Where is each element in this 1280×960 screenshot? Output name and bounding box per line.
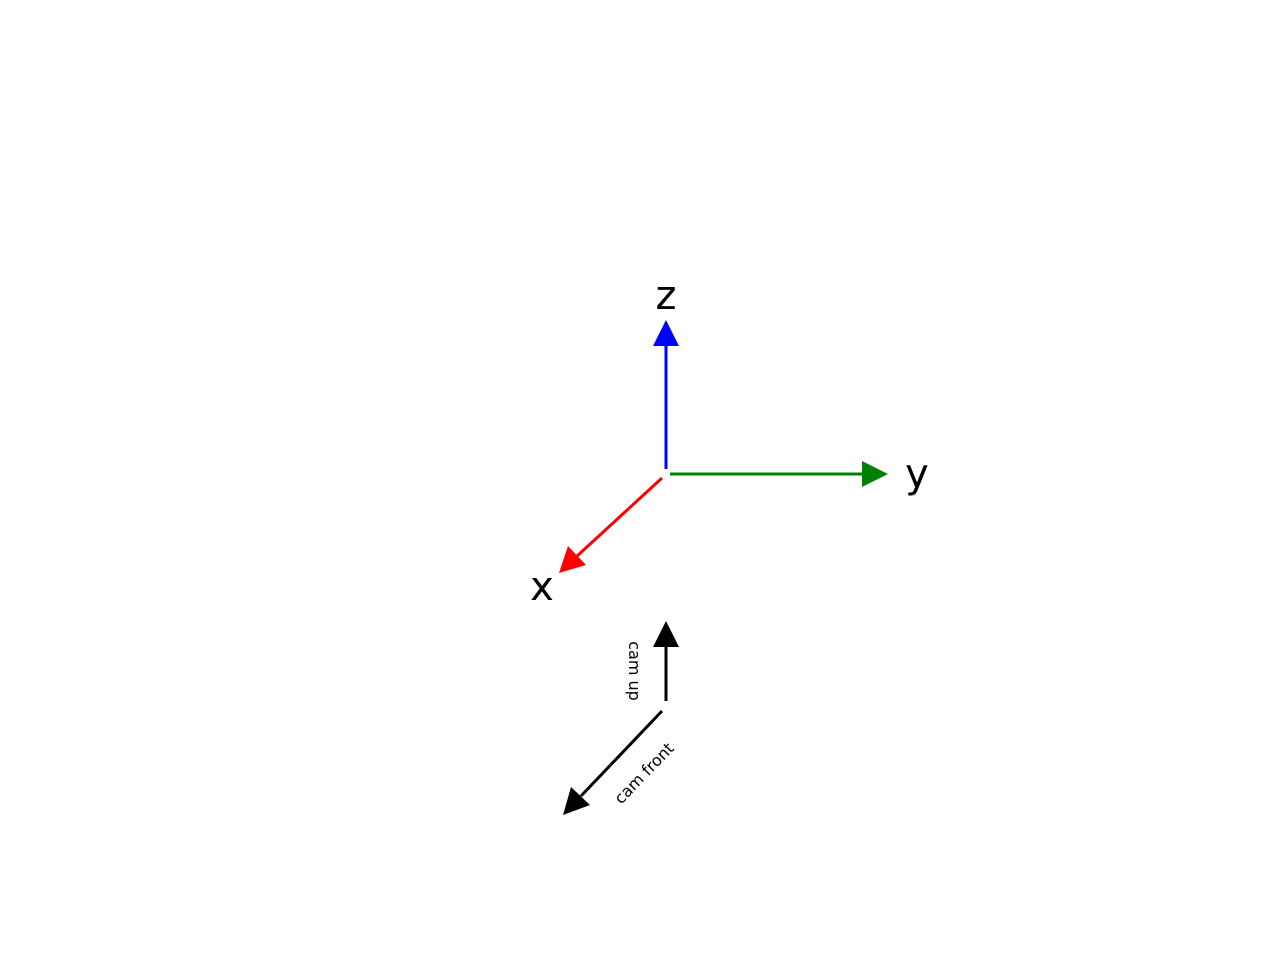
z-axis-arrowhead [653,320,679,346]
x-axis: x [530,476,664,610]
y-axis-arrowhead [862,461,888,487]
camera-up-vector: cam up [625,621,679,701]
cam-front-arrowhead [563,787,590,815]
cam-up-arrowhead [653,621,679,647]
camera-front-vector: cam front [563,709,678,815]
x-axis-label: x [530,564,554,610]
cam-front-line [579,709,664,798]
x-axis-arrowhead [559,546,586,573]
x-axis-line [574,476,664,559]
y-axis-label: y [905,451,929,497]
z-axis: z [653,273,679,469]
z-axis-label: z [656,273,677,319]
cam-front-label: cam front [610,739,677,808]
cam-up-label: cam up [625,641,644,701]
y-axis: y [670,451,929,497]
